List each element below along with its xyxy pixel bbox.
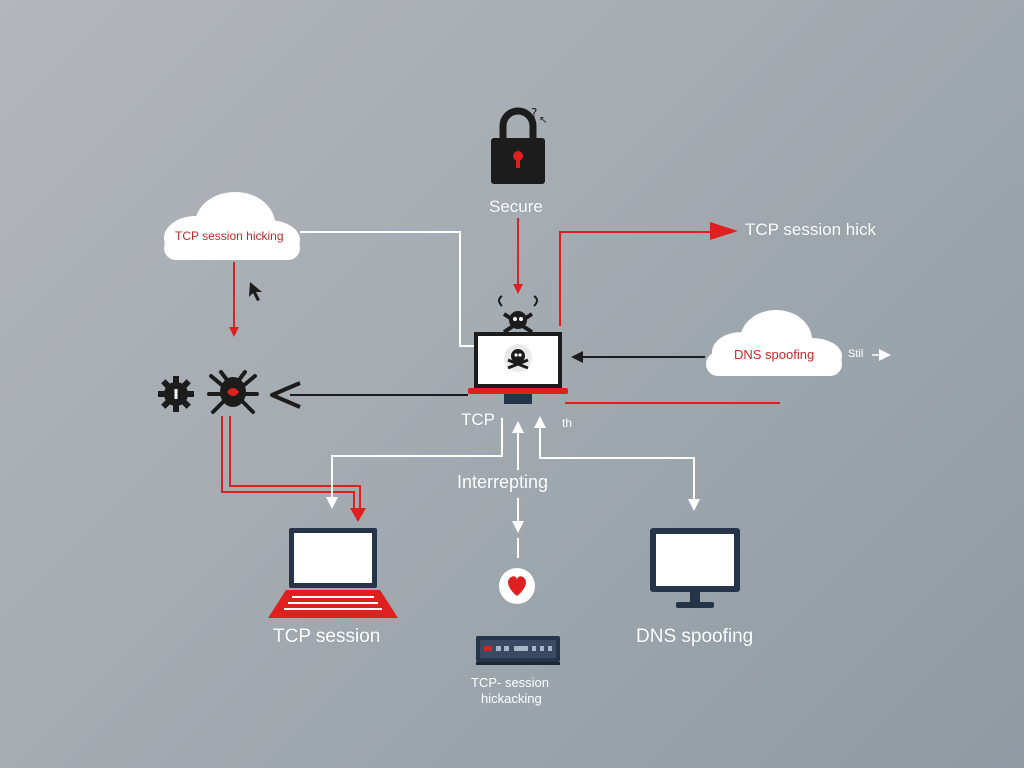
top-right-red-arrowhead bbox=[710, 222, 738, 240]
tcp-center-right-label: th bbox=[562, 416, 573, 430]
bug-to-laptop-line-a bbox=[221, 416, 355, 510]
bug-black-arrowhead bbox=[270, 381, 301, 409]
cloud-left bbox=[164, 192, 300, 260]
hacker-screen-skull-icon bbox=[504, 344, 532, 372]
gear-icon bbox=[158, 376, 194, 412]
cloud-to-laptop-line bbox=[300, 231, 474, 347]
bottom-right-monitor bbox=[650, 528, 740, 608]
bug-icon bbox=[207, 370, 259, 414]
center-to-left-laptop-line bbox=[326, 418, 503, 509]
secure-label: Secure bbox=[489, 197, 543, 216]
device-label-line1: TCP- session bbox=[471, 675, 550, 690]
cloud-right-label: DNS spoofing bbox=[734, 347, 815, 362]
device-label-line2: hickacking bbox=[481, 691, 542, 706]
question-icon: ? ↖ bbox=[531, 106, 547, 126]
cloud-right bbox=[706, 310, 842, 376]
svg-text:?: ? bbox=[531, 106, 537, 120]
bug-to-laptop-line-b bbox=[229, 416, 361, 510]
cloud-left-label: TCP session hicking bbox=[175, 229, 284, 243]
center-to-monitor-line bbox=[539, 424, 700, 511]
bug-to-laptop-arrowhead bbox=[350, 508, 366, 522]
heart-icon bbox=[499, 568, 535, 604]
center-right-up-arrowhead bbox=[534, 416, 546, 428]
bottom-left-laptop bbox=[268, 528, 398, 618]
monitor-bottom-label: DNS spoofing bbox=[636, 626, 754, 647]
network-device bbox=[476, 636, 560, 665]
tcp-center-label: TCP bbox=[461, 410, 495, 429]
laptop-bottom-label: TCP session bbox=[273, 626, 381, 647]
cursor-icon bbox=[249, 282, 262, 301]
padlock-icon bbox=[491, 107, 545, 184]
right-tiny-label: Stil bbox=[848, 348, 864, 360]
laptop-to-top-right-line bbox=[559, 231, 720, 326]
top-right-arrow-label: TCP session hick bbox=[745, 220, 877, 239]
svg-text:↖: ↖ bbox=[539, 115, 547, 126]
intercepting-label: Interrepting bbox=[457, 472, 549, 492]
hacker-top-skull-icon bbox=[498, 295, 538, 334]
